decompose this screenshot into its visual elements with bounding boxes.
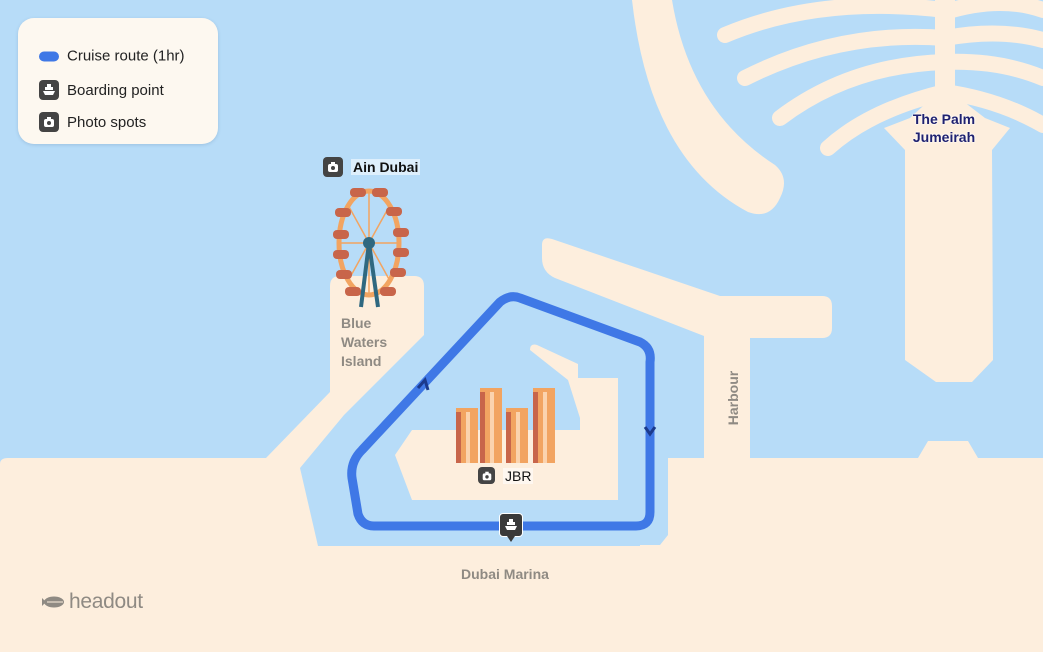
legend-item-route: Cruise route (1hr) [39,48,185,65]
camera-icon [478,467,495,484]
route-direction-arrow-icon [416,376,430,391]
label-line: Blue [341,315,372,331]
label-line: Island [341,353,382,369]
camera-icon [323,157,343,177]
legend-item-photo: Photo spots [39,112,146,132]
label-blue-waters-island: Blue Waters Island [341,314,387,371]
route-line-icon [39,51,59,61]
camera-icon [39,112,59,132]
blimp-icon [42,596,64,608]
label-line: Waters [341,334,388,350]
legend-item-boarding: Boarding point [39,80,164,100]
ship-icon [505,519,517,530]
map-legend: Cruise route (1hr) Boarding point Photo … [18,18,218,144]
jbr-towers-illustration [456,388,555,463]
label-harbour: Harbour [725,370,742,426]
ain-dubai-illustration [333,188,409,308]
label-dubai-marina: Dubai Marina [461,566,549,582]
ship-icon [39,80,59,100]
poi-jbr[interactable]: JBR [478,467,534,484]
poi-ain-dubai[interactable]: Ain Dubai [323,157,421,177]
boarding-point-pin[interactable] [499,513,523,542]
label-line: The Palm [912,111,976,127]
route-direction-arrow-icon [643,426,657,437]
palm-fronds [717,0,1043,156]
cruise-route [347,292,655,531]
label-line: Jumeirah [912,129,976,145]
brand-logo: headout [41,590,143,614]
label-palm-jumeirah: The Palm Jumeirah [905,110,983,146]
